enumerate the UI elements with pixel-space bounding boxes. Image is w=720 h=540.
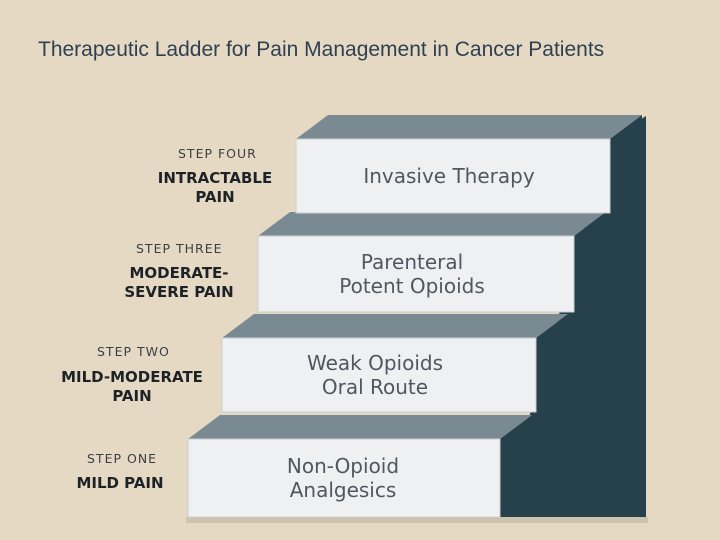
step-pain-label: MILD-MODERATE: [61, 368, 203, 386]
step-therapy-text: Potent Opioids: [339, 274, 485, 298]
step-pain-label: SEVERE PAIN: [124, 283, 233, 301]
step-pain-label: INTRACTABLE: [158, 169, 272, 187]
step-therapy-text: Oral Route: [322, 375, 428, 399]
step-side-face: [500, 415, 532, 517]
step-therapy-text: Parenteral: [361, 250, 463, 274]
step-side-face: [536, 314, 568, 412]
slide-title: Therapeutic Ladder for Pain Management i…: [38, 38, 605, 61]
step-top-face: [258, 212, 606, 236]
step-top-face: [188, 415, 532, 439]
step-therapy-text: Analgesics: [290, 478, 397, 502]
step-pain-label: MODERATE-: [129, 264, 228, 282]
step-top-face: [222, 314, 568, 338]
step-number-label: STEP TWO: [97, 344, 170, 359]
step-number-label: STEP FOUR: [178, 146, 257, 161]
step-front-face: [221, 337, 537, 413]
step-side-face: [610, 115, 642, 213]
staircase-shadow: [186, 517, 648, 523]
staircase-side-face: [500, 116, 646, 517]
step-side-face: [574, 212, 606, 312]
step-pain-label: MILD PAIN: [76, 474, 163, 492]
step-front-face: [257, 235, 575, 313]
step-therapy-text: Weak Opioids: [307, 351, 443, 375]
step-front-face: [187, 438, 501, 518]
step-number-label: STEP ONE: [87, 451, 157, 466]
step-top-face: [296, 115, 642, 139]
step-pain-label: PAIN: [112, 387, 151, 405]
step-therapy-text: Non-Opioid: [287, 454, 399, 478]
step-therapy-text: Invasive Therapy: [363, 164, 535, 188]
step-front-face: [295, 138, 611, 214]
step-pain-label: PAIN: [195, 188, 234, 206]
step-number-label: STEP THREE: [136, 241, 223, 256]
